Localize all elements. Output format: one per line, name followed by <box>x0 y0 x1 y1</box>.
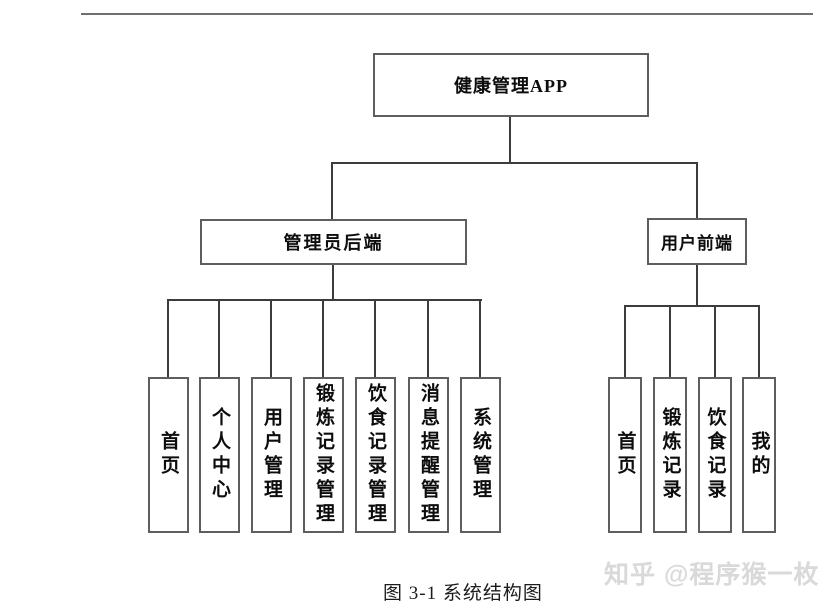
connector-drop-exercise-record <box>669 306 671 377</box>
node-admin-backend: 管理员后端 <box>200 219 467 265</box>
node-system-management-label: 系统管理 <box>470 407 491 503</box>
node-personal-center-label: 个人中心 <box>209 407 230 503</box>
connector-drop-user-management <box>270 300 272 377</box>
node-diet-record-label: 饮食记录 <box>704 407 726 503</box>
node-admin-label: 管理员后端 <box>283 233 384 253</box>
node-exercise-record-management: 锻炼记录管理 <box>303 377 344 533</box>
zhihu-watermark: 知乎 @程序猴一枚 <box>604 561 820 589</box>
node-system-management: 系统管理 <box>460 377 501 533</box>
node-exercise-record-label: 锻炼记录 <box>659 407 681 503</box>
node-exercise-record-management-label: 锻炼记录管理 <box>313 383 334 527</box>
figure-caption: 图 3-1 系统结构图 <box>383 583 543 604</box>
connector-drop-exercise-record-management <box>322 300 324 377</box>
page-top-rule <box>81 13 813 15</box>
node-home-admin: 首页 <box>148 377 189 533</box>
node-mine-label: 我的 <box>748 431 770 479</box>
connector-to-user <box>696 163 698 218</box>
node-diet-record-management: 饮食记录管理 <box>355 377 396 533</box>
node-mine: 我的 <box>742 377 776 533</box>
connector-level1-horizontal <box>331 162 698 164</box>
node-user-label: 用户前端 <box>661 234 733 253</box>
connector-drop-message-reminder-management <box>427 300 429 377</box>
connector-user-children-horizontal <box>624 305 760 307</box>
connector-drop-diet-record <box>714 306 716 377</box>
node-user-management-label: 用户管理 <box>261 407 282 503</box>
connector-root-down <box>509 117 511 163</box>
connector-drop-system-management <box>479 300 481 377</box>
connector-admin-down <box>332 265 334 300</box>
connector-drop-home-user <box>624 306 626 377</box>
node-personal-center: 个人中心 <box>199 377 240 533</box>
connector-drop-mine <box>758 306 760 377</box>
connector-drop-diet-record-management <box>374 300 376 377</box>
node-exercise-record: 锻炼记录 <box>653 377 687 533</box>
connector-drop-personal-center <box>218 300 220 377</box>
node-user-management: 用户管理 <box>251 377 292 533</box>
node-root-health-app: 健康管理APP <box>373 53 649 117</box>
connector-user-down <box>696 265 698 306</box>
node-user-frontend: 用户前端 <box>647 218 747 265</box>
node-root-label: 健康管理APP <box>454 76 568 96</box>
node-diet-record: 饮食记录 <box>698 377 732 533</box>
node-home-admin-label: 首页 <box>158 431 179 479</box>
node-diet-record-management-label: 饮食记录管理 <box>365 383 386 527</box>
node-message-reminder-management: 消息提醒管理 <box>408 377 449 533</box>
node-home-user-label: 首页 <box>614 431 636 479</box>
node-home-user: 首页 <box>608 377 642 533</box>
node-message-reminder-management-label: 消息提醒管理 <box>418 383 439 527</box>
connector-to-admin <box>331 163 333 219</box>
connector-drop-home-admin <box>167 300 169 377</box>
connector-admin-children-horizontal <box>167 299 482 301</box>
